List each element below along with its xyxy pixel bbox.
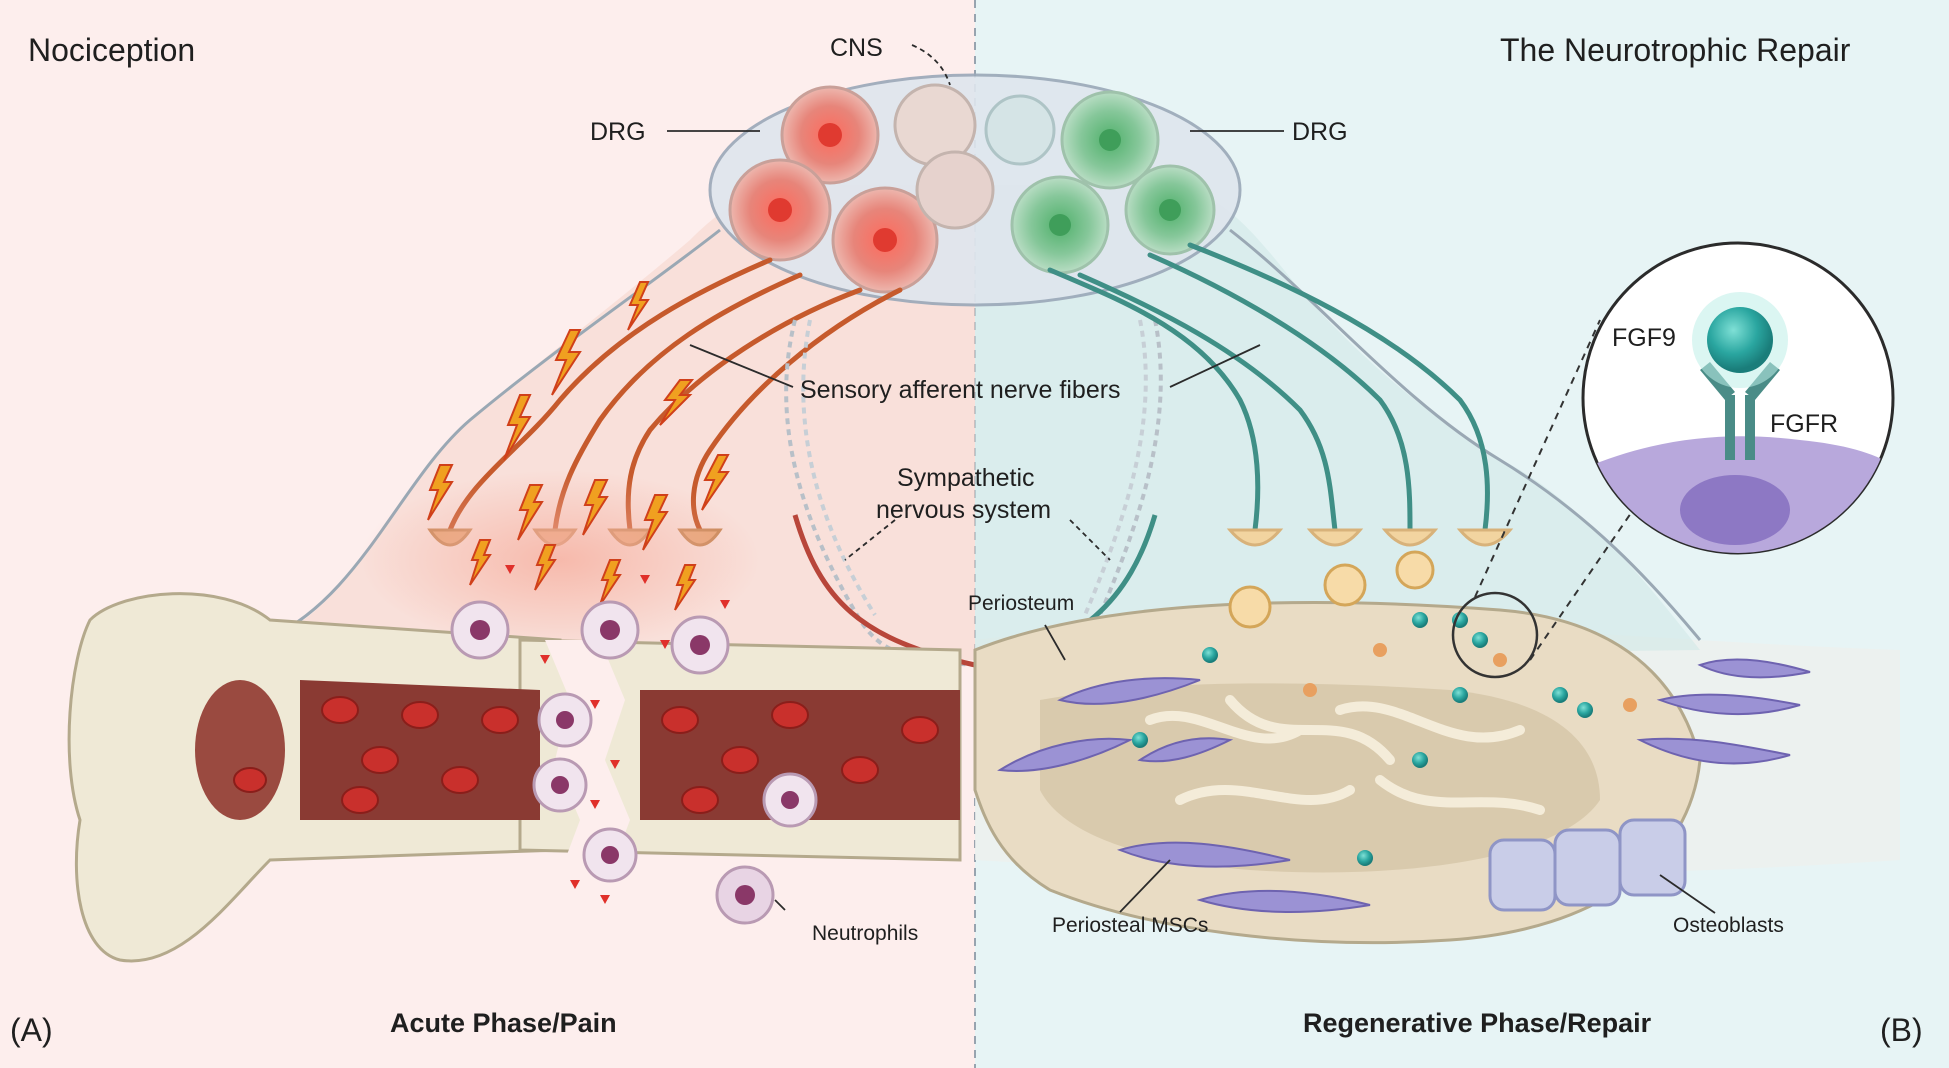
neurotrophic-vesicles [1228,550,1435,629]
osteoblast-cells [1488,818,1687,912]
fgf9-label: FGF9 [1612,324,1676,352]
periosteal-mscs-label: Periosteal MSCs [1052,914,1209,937]
neutrophil-cells [450,600,818,925]
msc-cells [997,658,1811,913]
fgfr-label: FGFR [1770,410,1839,438]
repair-nerve-terminals [1226,528,1514,547]
trabecular-lattice [1145,695,1545,815]
sympathetic-label-line2: nervous system [876,496,1052,524]
sympathetic-label-line1: Sympathetic [897,464,1035,492]
right-panel-title: The Neurotrophic Repair [1500,32,1851,68]
leader-lines [667,44,1716,914]
panel-b-tag: (B) [1880,1012,1923,1048]
drg-neurons-pain [728,83,995,294]
fracture-gap [545,640,630,860]
fgf9-particles [1132,612,1593,866]
neutrophils-label: Neutrophils [812,922,919,945]
regenerative-phase-label: Regenerative Phase/Repair [1303,1008,1652,1038]
sensory-fibers-label: Sensory afferent nerve fibers [800,376,1121,404]
nerve-sheath-right [975,185,1700,660]
osteoblasts-label: Osteoblasts [1673,914,1784,937]
drg-neurons-repair [984,90,1216,275]
panel-a-tag: (A) [10,1012,53,1048]
zoom-guide-line-2 [1529,499,1641,661]
zoom-guide-line-1 [1474,319,1601,598]
drg-left-label: DRG [590,118,646,146]
pain-bolt-icons [427,281,730,611]
zoom-source-ring [1451,591,1539,679]
red-blood-cells [233,696,939,814]
acute-phase-label: Acute Phase/Pain [390,1008,617,1038]
left-panel-title: Nociception [28,32,196,68]
fgf9-fgfr-inset [1581,241,1895,555]
periosteum-label: Periosteum [968,592,1075,615]
drg-right-label: DRG [1292,118,1348,146]
sensory-fibers-repair [1047,242,1490,533]
growth-factor-dots [1303,643,1637,712]
cns-label: CNS [830,34,883,62]
